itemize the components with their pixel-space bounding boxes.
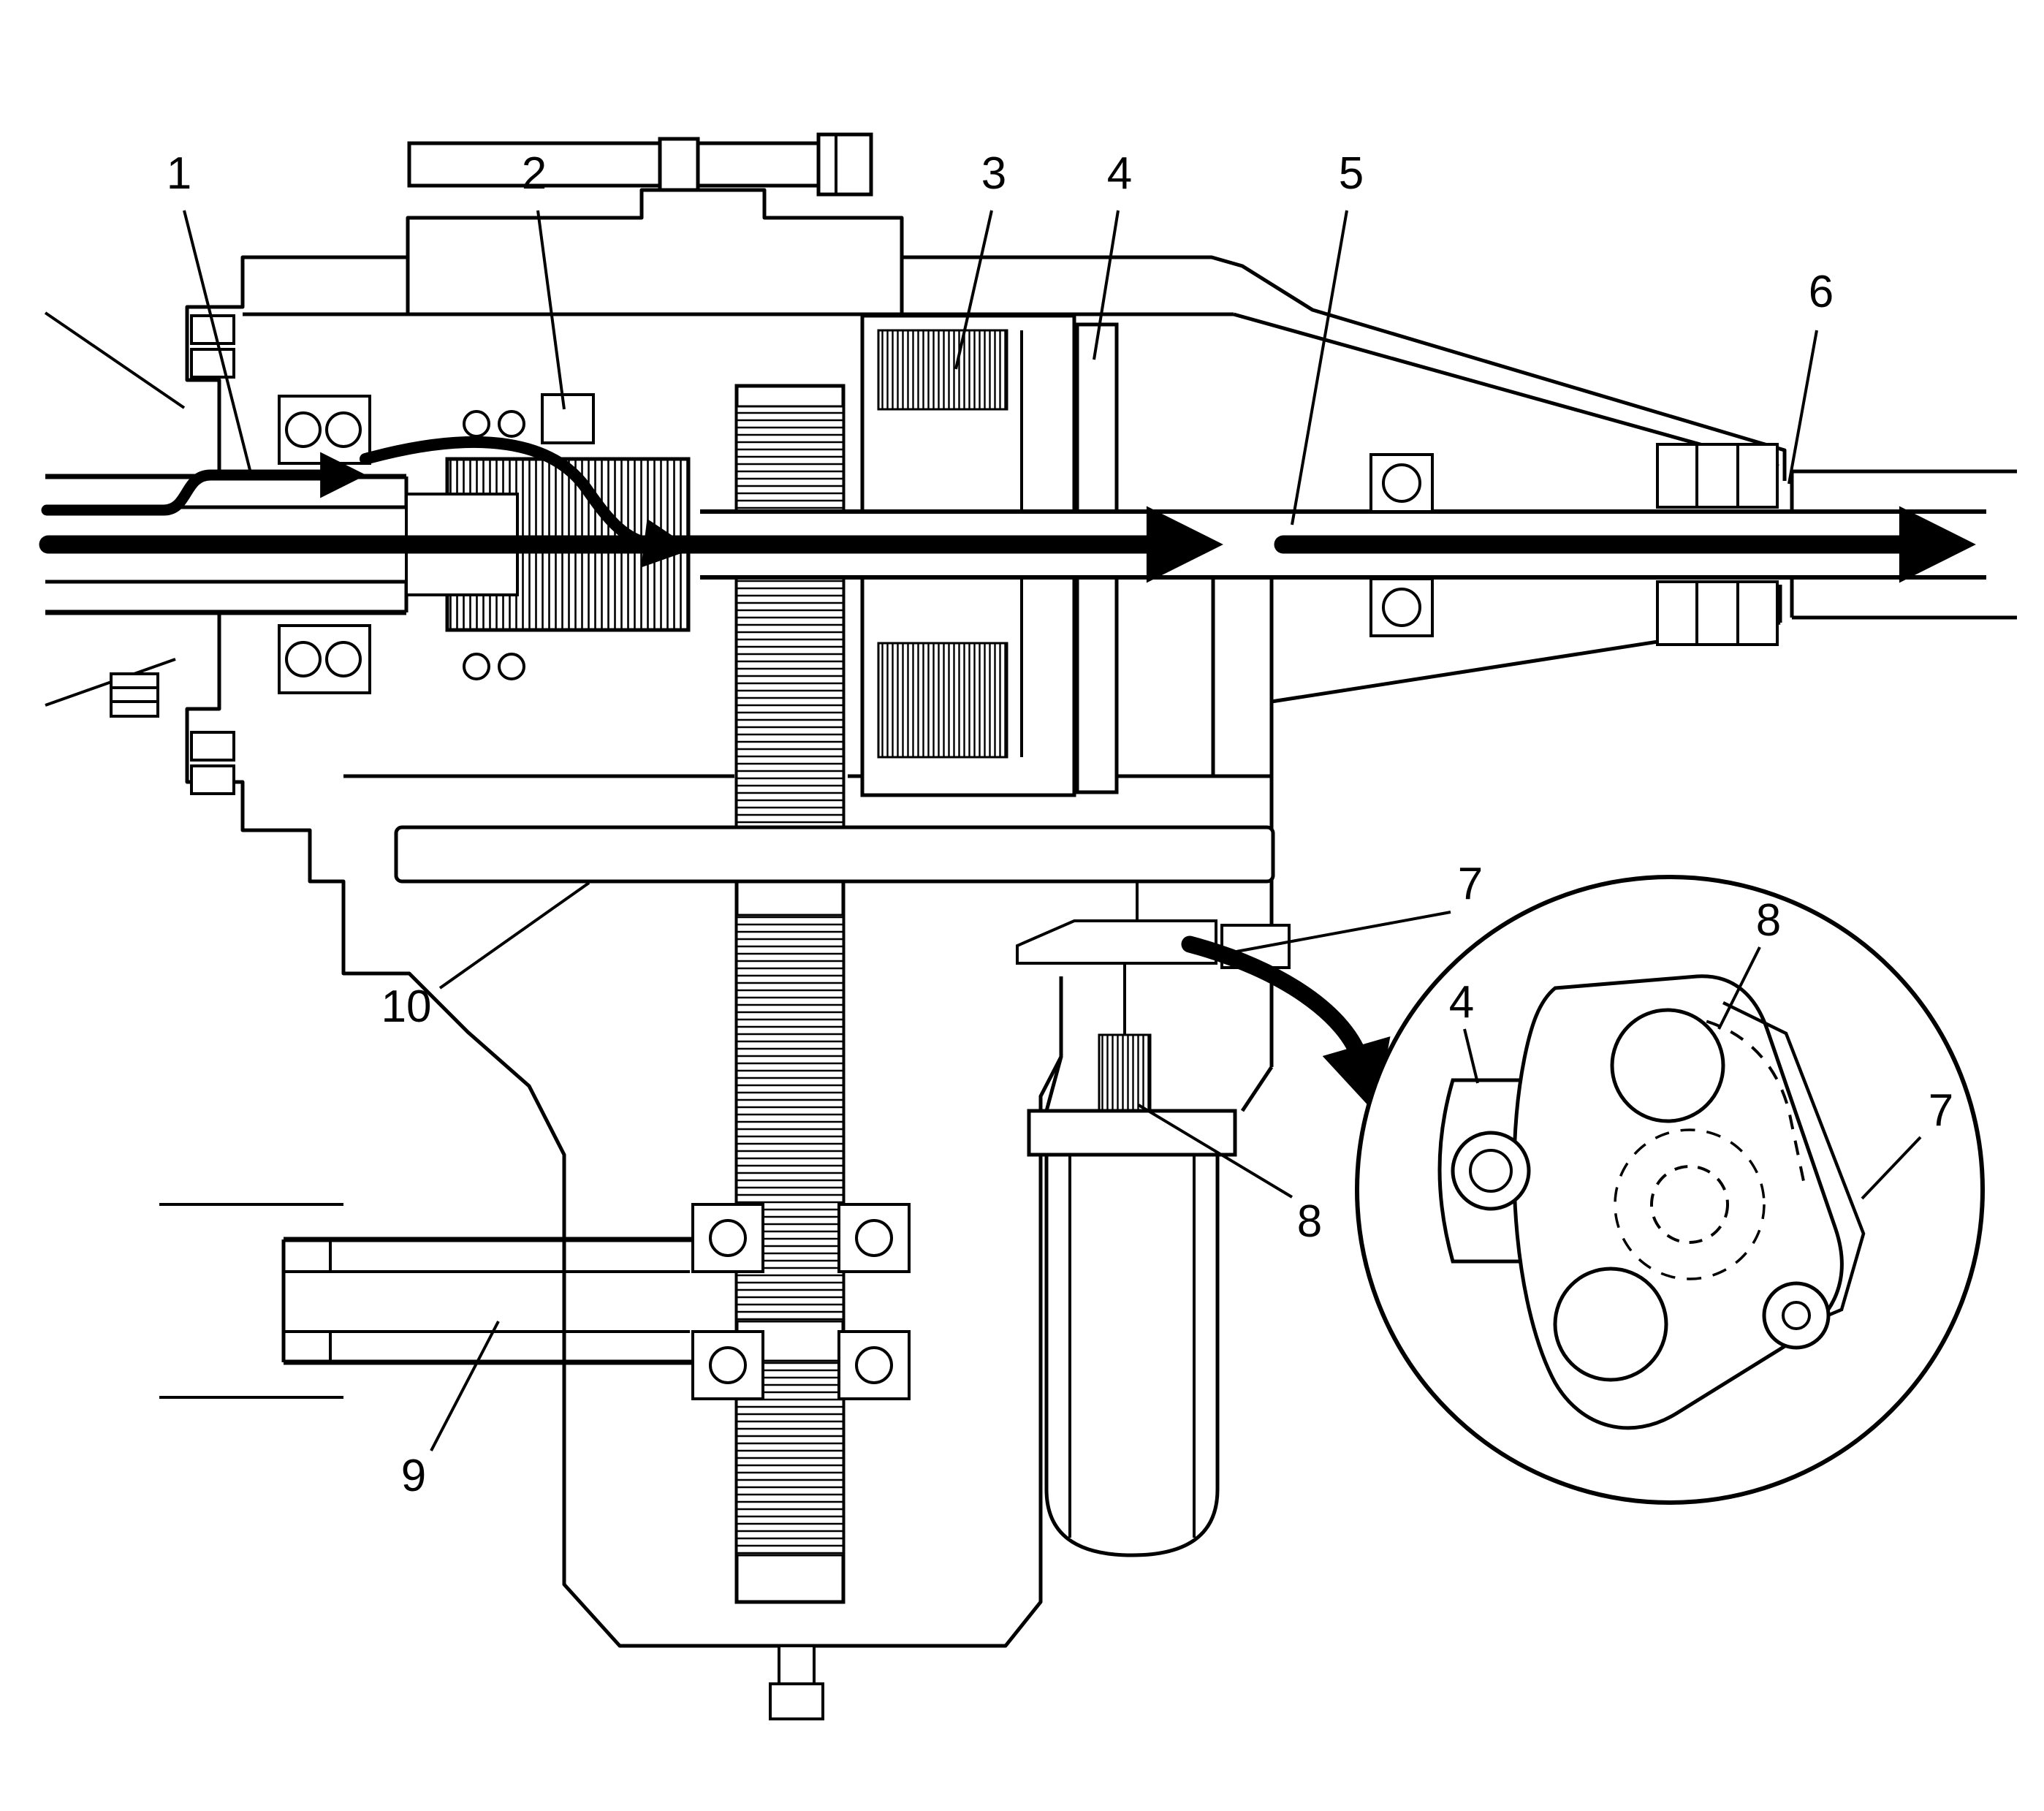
leader-2 xyxy=(536,210,566,410)
callout-leader-lines xyxy=(183,210,1922,1451)
inset-detail xyxy=(1355,875,1985,1505)
inset-pivot-bolt xyxy=(1782,1301,1811,1330)
actuator-splined-shaft xyxy=(1098,1033,1152,1112)
inset-hidden-gear-outline xyxy=(1680,1014,1805,1182)
inset-bushing-bore xyxy=(1469,1149,1513,1193)
callout-label-5: 5 xyxy=(1339,148,1364,199)
inset-pointer-arrow xyxy=(1181,935,1391,1115)
inset-lower-hole xyxy=(1553,1267,1668,1382)
drive-sprocket-column xyxy=(734,384,846,1604)
leader-5 xyxy=(1291,210,1348,525)
leader-6 xyxy=(1787,330,1818,485)
bottom-bolt xyxy=(769,1644,824,1720)
leader-8 xyxy=(1137,1104,1293,1199)
callout-label-10: 10 xyxy=(381,982,432,1032)
leader-7 xyxy=(1236,911,1451,953)
callout-label-8: 8 xyxy=(1297,1196,1322,1247)
synchronizer-ring xyxy=(541,393,595,444)
callout-label-3: 3 xyxy=(981,148,1006,199)
callout-label-4: 4 xyxy=(1107,148,1132,199)
inset-center-dashed-circle xyxy=(1650,1165,1729,1244)
top-bolt-rod xyxy=(407,132,873,197)
leader-3 xyxy=(954,210,993,370)
inset-leader-4 xyxy=(1463,1028,1479,1084)
clutch-flow-arrow xyxy=(360,436,694,568)
inset-bushing xyxy=(1451,1131,1531,1211)
inset-leader-7 xyxy=(1861,1136,1922,1200)
input-flow-line xyxy=(41,469,297,516)
inset-callout-label-4: 4 xyxy=(1449,977,1474,1028)
output-shaft-bearing xyxy=(1369,453,1434,637)
inset-callout-label-7: 7 xyxy=(1929,1085,1953,1136)
callout-label-6: 6 xyxy=(1809,267,1834,317)
leader-1 xyxy=(183,210,254,479)
leader-10 xyxy=(438,881,590,990)
callout-labels: 1 2 3 4 5 6 7 8 9 10 4 8 7 xyxy=(167,148,1953,1501)
input-clutch-hub xyxy=(405,393,691,632)
lower-shaft-bearings xyxy=(691,1203,911,1400)
shift-actuator-motor xyxy=(1027,1033,1237,1557)
callout-label-7: 7 xyxy=(1458,859,1483,909)
lower-housing-outline xyxy=(185,579,1782,1648)
drive-chain-plate xyxy=(394,825,1275,884)
inset-callout-label-8: 8 xyxy=(1756,895,1781,946)
callout-label-2: 2 xyxy=(522,148,547,199)
leader-9 xyxy=(430,1321,500,1451)
callout-label-9: 9 xyxy=(401,1451,426,1501)
left-cover-bolts xyxy=(110,314,235,795)
inset-upper-hole xyxy=(1610,1008,1725,1123)
front-output-shaft xyxy=(159,1203,725,1399)
callout-label-1: 1 xyxy=(167,148,191,199)
power-flow-arrows xyxy=(39,436,1976,1115)
inset-leader-8 xyxy=(1717,946,1761,1030)
inset-pivot-boss xyxy=(1762,1281,1831,1350)
output-seal-stack xyxy=(1656,443,1779,646)
inset-outer-dashed-circle xyxy=(1614,1128,1766,1280)
leader-4 xyxy=(1093,210,1120,360)
